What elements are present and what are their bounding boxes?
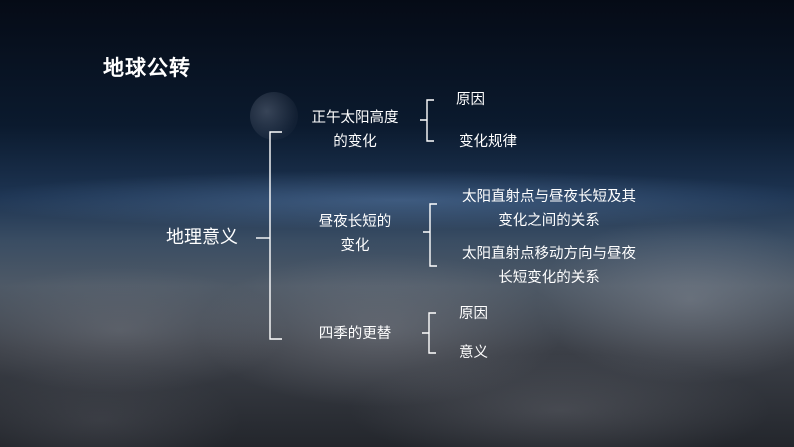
branch-1-label: 正午太阳高度 的变化: [300, 106, 410, 154]
branch-2-line-2: 变化: [340, 238, 370, 254]
branch-3-item-1: 原因: [459, 306, 488, 322]
branch-2-item-1-line-2: 变化之间的关系: [498, 213, 600, 229]
root-label: 地理意义: [166, 227, 238, 248]
branch-2-item-2-line-2: 长短变化的关系: [498, 270, 600, 286]
branch-2-item-2-line-1: 太阳直射点移动方向与昼夜: [462, 246, 636, 262]
branch-1-item-2: 变化规律: [459, 134, 517, 150]
branch-1-item-1: 原因: [456, 92, 485, 108]
branch-3-item-2: 意义: [459, 345, 488, 361]
branch-3-bracket: [422, 312, 436, 354]
branch-3-label: 四季的更替: [318, 326, 392, 342]
horizon-glow: [0, 170, 794, 230]
branch-2-line-1: 昼夜长短的: [318, 214, 392, 230]
slide-title: 地球公转: [103, 56, 191, 80]
branch-1-line-1: 正午太阳高度: [311, 110, 399, 126]
branch-2-item-1: 太阳直射点与昼夜长短及其 变化之间的关系: [448, 185, 650, 233]
main-bracket: [269, 131, 282, 340]
branch-2-item-1-line-1: 太阳直射点与昼夜长短及其: [462, 189, 636, 205]
branch-1-line-2: 的变化: [333, 134, 377, 150]
branch-2-bracket: [423, 203, 437, 267]
branch-2-label: 昼夜长短的 变化: [300, 210, 410, 258]
branch-2-item-2: 太阳直射点移动方向与昼夜 长短变化的关系: [448, 242, 650, 290]
branch-1-bracket: [420, 99, 434, 142]
